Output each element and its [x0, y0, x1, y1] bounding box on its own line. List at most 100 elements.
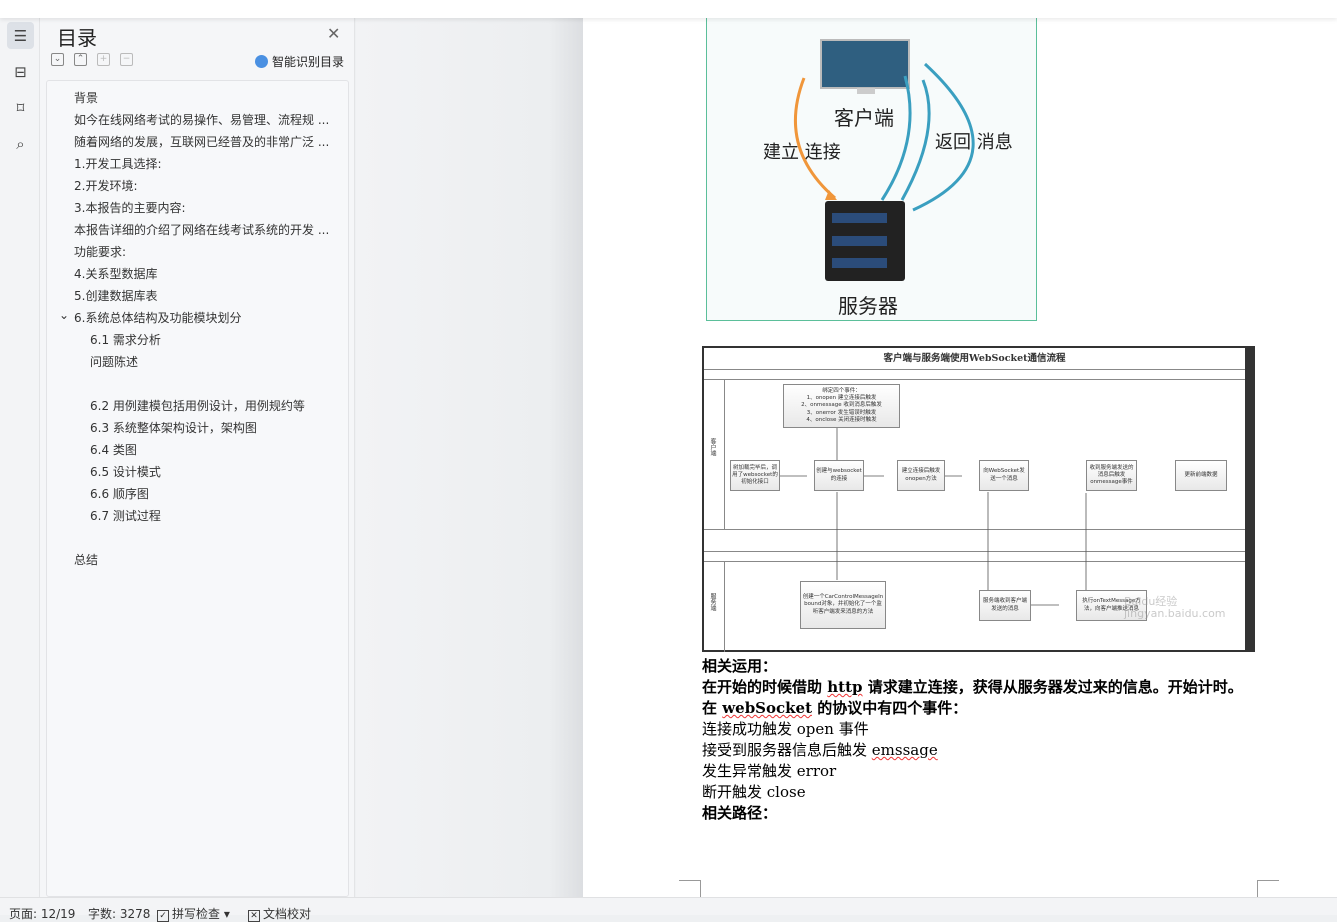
text-span: 请求建立连接，获得从服务器发过来的信息。开始计时。 [862, 678, 1243, 696]
client-server-illustration [793, 39, 975, 281]
connect-label: 建立 连接 [763, 142, 841, 163]
server-label: 服务器 [838, 294, 898, 318]
toc-item[interactable]: 6.5 设计模式 [90, 461, 161, 483]
remove-level-icon[interactable]: − [120, 53, 133, 66]
toc-item[interactable]: 6.4 类图 [90, 439, 137, 461]
toc-item[interactable]: 5.创建数据库表 [74, 285, 157, 307]
toc-item[interactable]: 4.关系型数据库 [74, 263, 157, 285]
page-corner-mark [679, 880, 701, 898]
toc-item-label: 背景 [74, 91, 99, 105]
ai-icon [254, 55, 268, 68]
lane-server: 服务端 [709, 593, 716, 611]
toc-item-label: 3.本报告的主要内容: [74, 201, 186, 215]
monitor-icon [820, 39, 910, 89]
proofread-label: 文档校对 [263, 907, 312, 921]
toc-item-label: 2.开发环境: [74, 179, 138, 193]
toc-item[interactable]: 功能要求: [74, 241, 126, 263]
toc-item[interactable]: 6.1 需求分析 [90, 329, 161, 351]
proofread-icon: ✕ [248, 910, 260, 922]
diagram-title: 客户端与服务端使用WebSocket通信流程 [704, 348, 1245, 370]
text-line: 相关路径： [702, 804, 778, 822]
toc-item-label: 6.系统总体结构及功能模块划分 [74, 311, 242, 325]
flow-box: 执行onTextMessage方法，向客户端推送消息 [1076, 590, 1147, 621]
toc-item-label: 6.3 系统整体架构设计，架构图 [90, 421, 257, 435]
toc-item[interactable]: 如今在线网络考试的易操作、易管理、流程规 ... [74, 109, 329, 131]
toc-item[interactable]: 随着网络的发展，互联网已经普及的非常广泛 ... [74, 131, 329, 153]
toc-item-label: 6.5 设计模式 [90, 465, 161, 479]
text-span: 的协议中有四个事件： [812, 699, 968, 717]
toc-item-label: 6.2 用例建模包括用例设计，用例规约等 [90, 399, 305, 413]
toc-item[interactable]: 2.开发环境: [74, 175, 138, 197]
toc-item[interactable]: 3.本报告的主要内容: [74, 197, 186, 219]
expand-up-icon[interactable]: ⌃ [74, 53, 87, 66]
toc-item[interactable]: 总结 [74, 549, 98, 571]
smart-toc-button[interactable]: 智能识别目录 [254, 53, 344, 70]
collapse-all-icon[interactable]: ⌄ [51, 53, 64, 66]
toc-item[interactable]: 1.开发工具选择: [74, 153, 162, 175]
toc-item[interactable]: 6.2 用例建模包括用例设计，用例规约等 [90, 395, 305, 417]
toc-title: 目录 [57, 26, 97, 50]
toc-item[interactable]: 6.7 测试过程 [90, 505, 161, 527]
flow-box: 向WebSocket发送一个消息 [979, 460, 1029, 491]
text-line: 断开触发 close [702, 783, 806, 801]
toc-item-label: 6.1 需求分析 [90, 333, 161, 347]
toc-item-label: 6.4 类图 [90, 443, 137, 457]
toc-icon[interactable]: ☰ [7, 22, 34, 49]
toc-item-label: 6.6 顺序图 [90, 487, 149, 501]
toc-item-label: 总结 [74, 553, 99, 567]
text-span: webSocket [722, 699, 813, 717]
text-span: 在 [702, 699, 723, 717]
toc-item[interactable]: 本报告详细的介绍了网络在线考试系统的开发 ... [74, 219, 329, 241]
toc-panel: 目录 ✕ ⌄ ⌃ + − 智能识别目录 背景如今在线网络考试的易操作、易管理、流… [40, 18, 355, 897]
page-corner-mark [1257, 880, 1279, 898]
spell-check-toggle[interactable]: ✓拼写检查 ▾ [157, 905, 230, 922]
toc-item-label: 6.7 测试过程 [90, 509, 161, 523]
body-text: 相关运用： 在开始的时候借助 http 请求建立连接，获得从服务器发过来的信息。… [702, 656, 1243, 824]
smart-toc-label: 智能识别目录 [271, 55, 344, 69]
close-icon[interactable]: ✕ [327, 24, 341, 43]
flow-box: 服务端收到客户端发送的消息 [979, 590, 1031, 621]
text-span: 接受到服务器信息后触发 [702, 741, 872, 759]
navigation-icon[interactable]: ⊟ [14, 62, 27, 81]
left-icon-rail: ☰ ⊟ ⌑ ⌕ [0, 18, 40, 897]
toolbar-ribbon [0, 0, 1337, 18]
flow-box: 树加载完毕后，调用了websocket的初始化接口 [730, 460, 780, 491]
flow-box: 建立连接后触发onopen方法 [897, 460, 945, 491]
toc-item-label: 1.开发工具选择: [74, 157, 162, 171]
toc-item[interactable]: 6.3 系统整体架构设计，架构图 [90, 417, 257, 439]
toc-item[interactable]: 6.6 顺序图 [90, 483, 149, 505]
word-count[interactable]: 字数: 3278 [88, 907, 151, 921]
toc-item-label: 5.创建数据库表 [74, 289, 158, 303]
toc-item[interactable]: 问题陈述 [90, 351, 138, 373]
workspace-margin [356, 18, 583, 897]
toc-list: 背景如今在线网络考试的易操作、易管理、流程规 ... 随着网络的发展，互联网已经普… [46, 80, 349, 897]
toc-item[interactable]: ⌄ 6.系统总体结构及功能模块划分 [59, 307, 242, 329]
toc-item-label: 问题陈述 [90, 355, 139, 369]
text-line: 相关运用： [702, 657, 778, 675]
toc-item-label: 随着网络的发展，互联网已经普及的非常广泛 ... [74, 135, 330, 149]
text-line: 发生异常触发 error [702, 762, 837, 780]
websocket-flow-diagram: 客户端与服务端使用WebSocket通信流程 客户端 服务端 绑定四个事件： 1… [702, 346, 1255, 652]
toc-item-label: 功能要求: [74, 245, 127, 259]
text-span: emssage [871, 741, 938, 759]
doc-proofread-button[interactable]: ✕文档校对 [248, 905, 311, 922]
toc-item-label: 本报告详细的介绍了网络在线考试系统的开发 ... [74, 223, 330, 237]
checkbox-checked-icon: ✓ [157, 910, 169, 922]
bookmark-icon[interactable]: ⌑ [16, 98, 25, 117]
add-level-icon[interactable]: + [97, 53, 110, 66]
search-icon[interactable]: ⌕ [16, 134, 25, 153]
chevron-down-icon[interactable]: ⌄ [59, 308, 70, 322]
return-label: 返回 消息 [935, 132, 1013, 153]
status-bar: 页面: 12/19 字数: 3278 ✓拼写检查 ▾ ✕文档校对 [0, 897, 1337, 922]
text-span: 在开始的时候借助 [702, 678, 828, 696]
toc-item[interactable]: 背景 [74, 87, 98, 109]
toc-item-label: 如今在线网络考试的易操作、易管理、流程规 ... [74, 113, 330, 127]
text-line: 连接成功触发 open 事件 [702, 720, 869, 738]
document-page: 客户端 建立 连接 返回 消息 服务器 客户端与服务端使用WebSocket通信… [583, 18, 1337, 898]
flow-box: 创建与websocket的连接 [814, 460, 864, 491]
flow-box: 更新前端数据 [1175, 460, 1227, 491]
text-span: http [827, 678, 863, 696]
baidu-watermark: Baidu经验 jingyan.baidu.com [1124, 595, 1226, 620]
page-indicator[interactable]: 页面: 12/19 [9, 907, 76, 921]
events-box: 绑定四个事件： 1、onopen 建立连接后触发 2、onmessage 收到消… [783, 384, 900, 428]
